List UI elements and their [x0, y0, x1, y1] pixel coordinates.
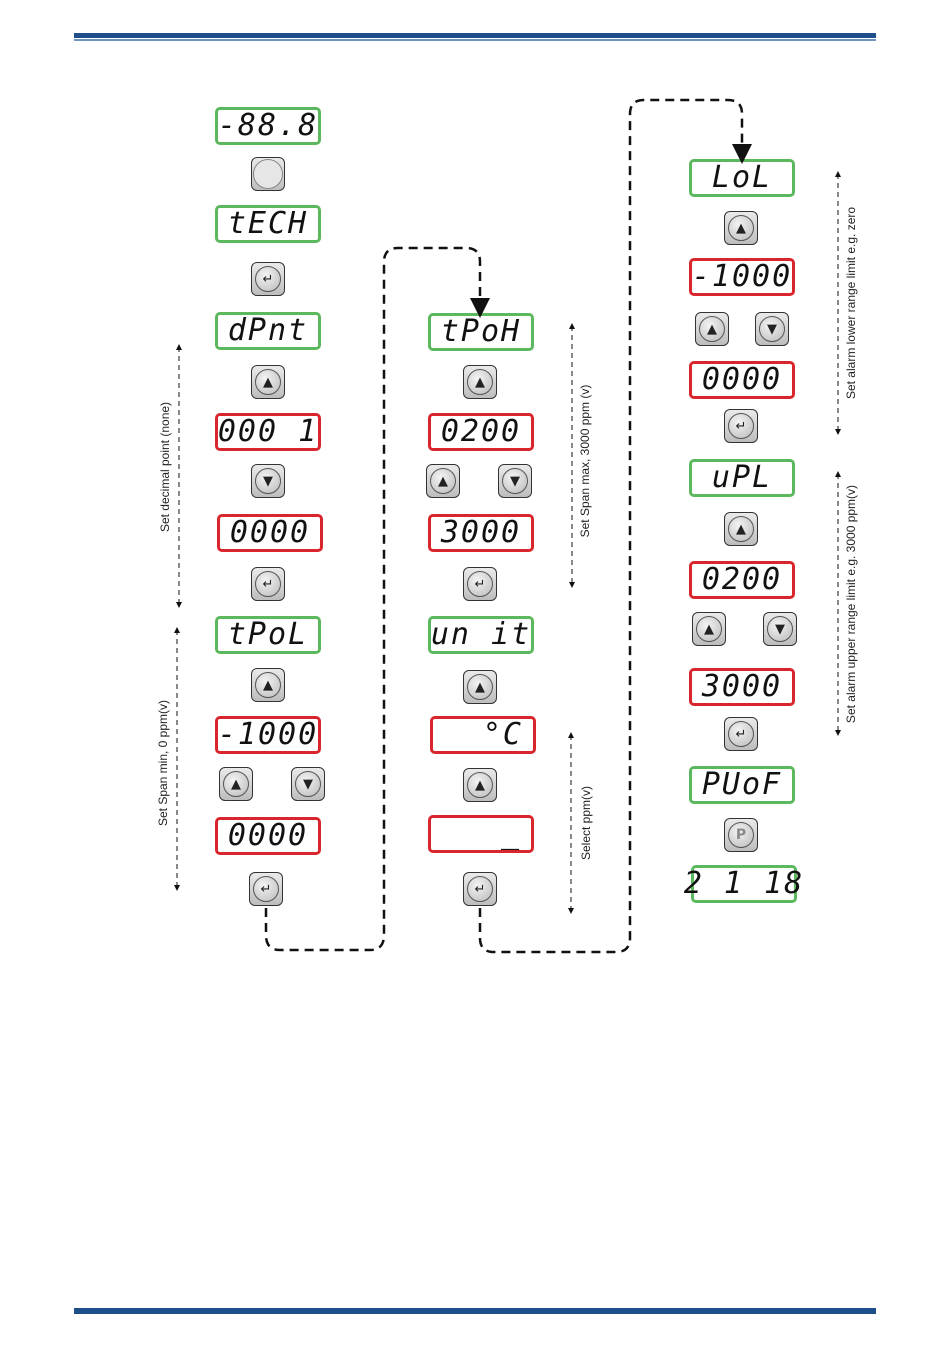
display-0000: 0000 [217, 514, 323, 552]
up-arrow-icon: ▲ [699, 316, 725, 342]
display-0200: 0200 [689, 561, 795, 599]
display-0001: 000 1 [215, 413, 321, 451]
blank-button-icon [253, 159, 283, 189]
display-3000: 3000 [428, 514, 534, 552]
up-arrow-icon: ▲ [430, 468, 456, 494]
display-tpol: tPoL [215, 616, 321, 654]
display-0000: 0000 [689, 361, 795, 399]
down-button[interactable]: ▼ [763, 612, 797, 646]
display-puof: PUoF [689, 766, 795, 804]
up-button[interactable]: ▲ [251, 668, 285, 702]
display-minus1000: -1000 [215, 716, 321, 754]
blank-button[interactable] [251, 157, 285, 191]
up-arrow-icon: ▲ [696, 616, 722, 642]
enter-arrow-icon: ↵ [467, 571, 493, 597]
flow-connector-2 [478, 98, 752, 954]
down-button[interactable]: ▼ [291, 767, 325, 801]
down-arrow-icon: ▼ [295, 771, 321, 797]
up-button[interactable]: ▲ [426, 464, 460, 498]
up-arrow-icon: ▲ [223, 771, 249, 797]
display-tech-888: -88.8 [215, 107, 321, 145]
down-arrow-icon: ▼ [767, 616, 793, 642]
display-dpnt: dPnt [215, 312, 321, 350]
display-ppm-blank: _ [428, 815, 534, 853]
up-button[interactable]: ▲ [695, 312, 729, 346]
enter-button[interactable]: ↵ [251, 262, 285, 296]
up-arrow-icon: ▲ [467, 772, 493, 798]
up-arrow-icon: ▲ [255, 369, 281, 395]
enter-arrow-icon: ↵ [728, 721, 754, 747]
enter-button[interactable]: ↵ [251, 567, 285, 601]
enter-arrow-icon: ↵ [467, 876, 493, 902]
flow-connector-1 [264, 246, 490, 952]
up-arrow-icon: ▲ [467, 674, 493, 700]
enter-button[interactable]: ↵ [463, 567, 497, 601]
display-celsius: °C [430, 716, 536, 754]
up-button[interactable]: ▲ [463, 670, 497, 704]
down-button[interactable]: ▼ [498, 464, 532, 498]
down-arrow-icon: ▼ [502, 468, 528, 494]
p-button[interactable]: P [724, 818, 758, 852]
down-arrow-icon: ▼ [255, 468, 281, 494]
display-2118: 2 1 18 [683, 865, 805, 903]
up-button[interactable]: ▲ [463, 768, 497, 802]
up-arrow-icon: ▲ [467, 369, 493, 395]
enter-button[interactable]: ↵ [724, 409, 758, 443]
enter-arrow-icon: ↵ [728, 413, 754, 439]
footer-rule [74, 1308, 876, 1314]
up-button[interactable]: ▲ [724, 211, 758, 245]
up-button[interactable]: ▲ [463, 365, 497, 399]
down-button[interactable]: ▼ [755, 312, 789, 346]
up-button[interactable]: ▲ [724, 512, 758, 546]
enter-button[interactable]: ↵ [463, 872, 497, 906]
down-arrow-icon: ▼ [759, 316, 785, 342]
display-tech: tECH [215, 205, 321, 243]
display-minus1000: -1000 [689, 258, 795, 296]
display-upl: uPL [689, 459, 795, 497]
up-arrow-icon: ▲ [728, 516, 754, 542]
p-button-icon: P [728, 822, 754, 848]
up-arrow-icon: ▲ [255, 672, 281, 698]
enter-arrow-icon: ↵ [255, 571, 281, 597]
up-button[interactable]: ▲ [219, 767, 253, 801]
display-0200: 0200 [428, 413, 534, 451]
display-0000: 0000 [215, 817, 321, 855]
enter-button[interactable]: ↵ [724, 717, 758, 751]
enter-arrow-icon: ↵ [255, 266, 281, 292]
header-rule-thin [74, 39, 876, 41]
enter-arrow-icon: ↵ [253, 876, 279, 902]
display-unit: un it [428, 616, 534, 654]
down-button[interactable]: ▼ [251, 464, 285, 498]
enter-button[interactable]: ↵ [249, 872, 283, 906]
header-rule [74, 33, 876, 38]
display-3000: 3000 [689, 668, 795, 706]
up-button[interactable]: ▲ [251, 365, 285, 399]
up-button[interactable]: ▲ [692, 612, 726, 646]
up-arrow-icon: ▲ [728, 215, 754, 241]
